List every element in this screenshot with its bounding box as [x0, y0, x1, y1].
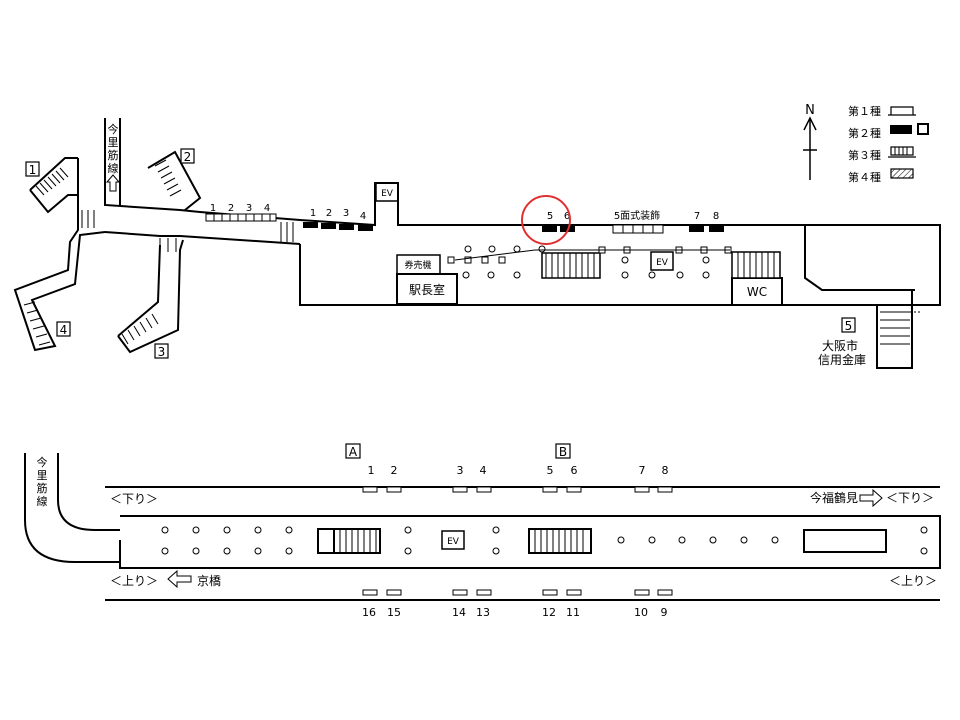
platform-ad-4: 4: [480, 464, 487, 477]
platform-ad-1: 1: [368, 464, 375, 477]
ad-number-wall-3: 3: [343, 208, 349, 219]
svg-text:線: 線: [37, 494, 48, 508]
exit-1-stairs: [35, 167, 69, 196]
section-b-label: B: [559, 445, 567, 459]
exit-number-5: 5: [845, 319, 853, 333]
platform-street-label: 今 里 筋 線: [37, 455, 48, 508]
ad-number-wall-1: 1: [310, 208, 316, 219]
north-label: N: [805, 103, 815, 118]
highlight-circle: [521, 195, 571, 245]
platform-bottom-ads: [362, 589, 673, 596]
ad-number-corridor-1: 1: [210, 203, 216, 214]
ad-type-2-icon: [890, 123, 929, 135]
platform-ad-13: 13: [476, 606, 490, 619]
svg-text:里: 里: [108, 136, 119, 149]
platform-map: [24, 453, 941, 601]
ev-label-platform: EV: [447, 537, 460, 547]
exit5-label-line1: 大阪市: [822, 338, 858, 353]
svg-text:今: 今: [37, 455, 48, 469]
section-a-label: A: [349, 445, 358, 459]
exit-3-stairs: [121, 313, 159, 345]
wall-ads-type3: [205, 213, 664, 234]
platform-bottom-numbers: 16 15 14 13 12 11 10 9: [362, 606, 668, 619]
ev-label-concourse-2: EV: [656, 258, 669, 268]
up-label-right: ＜上り＞: [889, 574, 937, 588]
platform-ad-12: 12: [542, 606, 556, 619]
platform-ad-11: 11: [566, 606, 580, 619]
exit-5-stairs: [880, 311, 910, 345]
platform-ad-5: 5: [547, 464, 554, 477]
legend-label-3: 第３種: [848, 148, 881, 162]
legend-label-4: 第４種: [848, 170, 881, 184]
exit-number-1: 1: [29, 163, 37, 177]
legend-label-2: 第２種: [848, 126, 881, 140]
svg-text:里: 里: [37, 469, 48, 482]
platform-pillars: [161, 526, 928, 555]
ad-number-7: 7: [694, 211, 700, 222]
svg-text:筋: 筋: [37, 481, 48, 495]
wc-label: WC: [747, 285, 767, 299]
platform-top-ads: [362, 486, 673, 493]
platform-ad-16: 16: [362, 606, 376, 619]
platform-ad-2: 2: [391, 464, 398, 477]
platform-ad-3: 3: [457, 464, 464, 477]
ad-numbers-concourse: 1 2 3 4 1 2 3 4 5 6 7 8: [210, 203, 719, 222]
ev-label-concourse-1: EV: [381, 189, 394, 199]
platform-stairs: [317, 528, 887, 554]
concourse-map: [13, 118, 941, 369]
ad-number-corridor-4: 4: [264, 203, 270, 214]
ad-number-5: 5: [547, 211, 553, 222]
ad-type-3-icon: [888, 146, 916, 158]
platform-top-numbers: 1 2 3 4 5 6 7 8: [368, 464, 669, 477]
svg-text:線: 線: [108, 161, 119, 175]
ad-number-wall-4: 4: [360, 211, 366, 222]
station-office-label: 駅長室: [409, 282, 445, 297]
svg-text:今: 今: [108, 122, 119, 136]
platform-ad-10: 10: [634, 606, 648, 619]
exit-number-2: 2: [184, 150, 192, 164]
exit5-label-line2: 信用金庫: [818, 352, 866, 367]
stair-hatching: [23, 159, 910, 346]
decoration-label: 5面式装飾: [614, 209, 660, 222]
exit-number-4: 4: [60, 323, 68, 337]
up-destination: 京橋: [197, 574, 221, 588]
platform-ad-15: 15: [387, 606, 401, 619]
ad-number-6: 6: [564, 211, 570, 222]
ad-type-1-icon: [888, 106, 916, 116]
legend-label-1: 第１種: [848, 104, 881, 118]
legend: N 第１種 第２種 第３種 第４種: [803, 103, 929, 184]
platform-ad-8: 8: [662, 464, 669, 477]
platform-ad-7: 7: [639, 464, 646, 477]
svg-text:筋: 筋: [108, 148, 119, 162]
concourse-street-label: 今 里 筋 線: [105, 122, 121, 192]
north-arrow: N: [803, 103, 817, 180]
platform-ad-9: 9: [661, 606, 668, 619]
platform-ad-6: 6: [571, 464, 578, 477]
ad-number-corridor-3: 3: [246, 203, 252, 214]
down-destination: 今福鶴見: [810, 490, 858, 505]
up-label-left: ＜上り＞: [110, 574, 158, 588]
ad-number-corridor-2: 2: [228, 203, 234, 214]
ticket-machines-label: 券売機: [404, 259, 431, 271]
exit-number-3: 3: [158, 345, 166, 359]
exit-labels: 1 2 3 4 5: [25, 148, 856, 359]
platform-ad-14: 14: [452, 606, 466, 619]
ad-type-4-icon: [890, 168, 914, 179]
up-arrow-icon: [167, 569, 192, 589]
down-label-left: ＜下り＞: [110, 492, 158, 506]
down-arrow-icon: [859, 488, 883, 508]
ad-number-8: 8: [713, 211, 719, 222]
down-label-right: ＜下り＞: [886, 491, 934, 505]
exit-2-stairs: [154, 159, 182, 197]
ad-number-wall-2: 2: [326, 208, 332, 219]
exit-4-stairs: [23, 301, 51, 346]
